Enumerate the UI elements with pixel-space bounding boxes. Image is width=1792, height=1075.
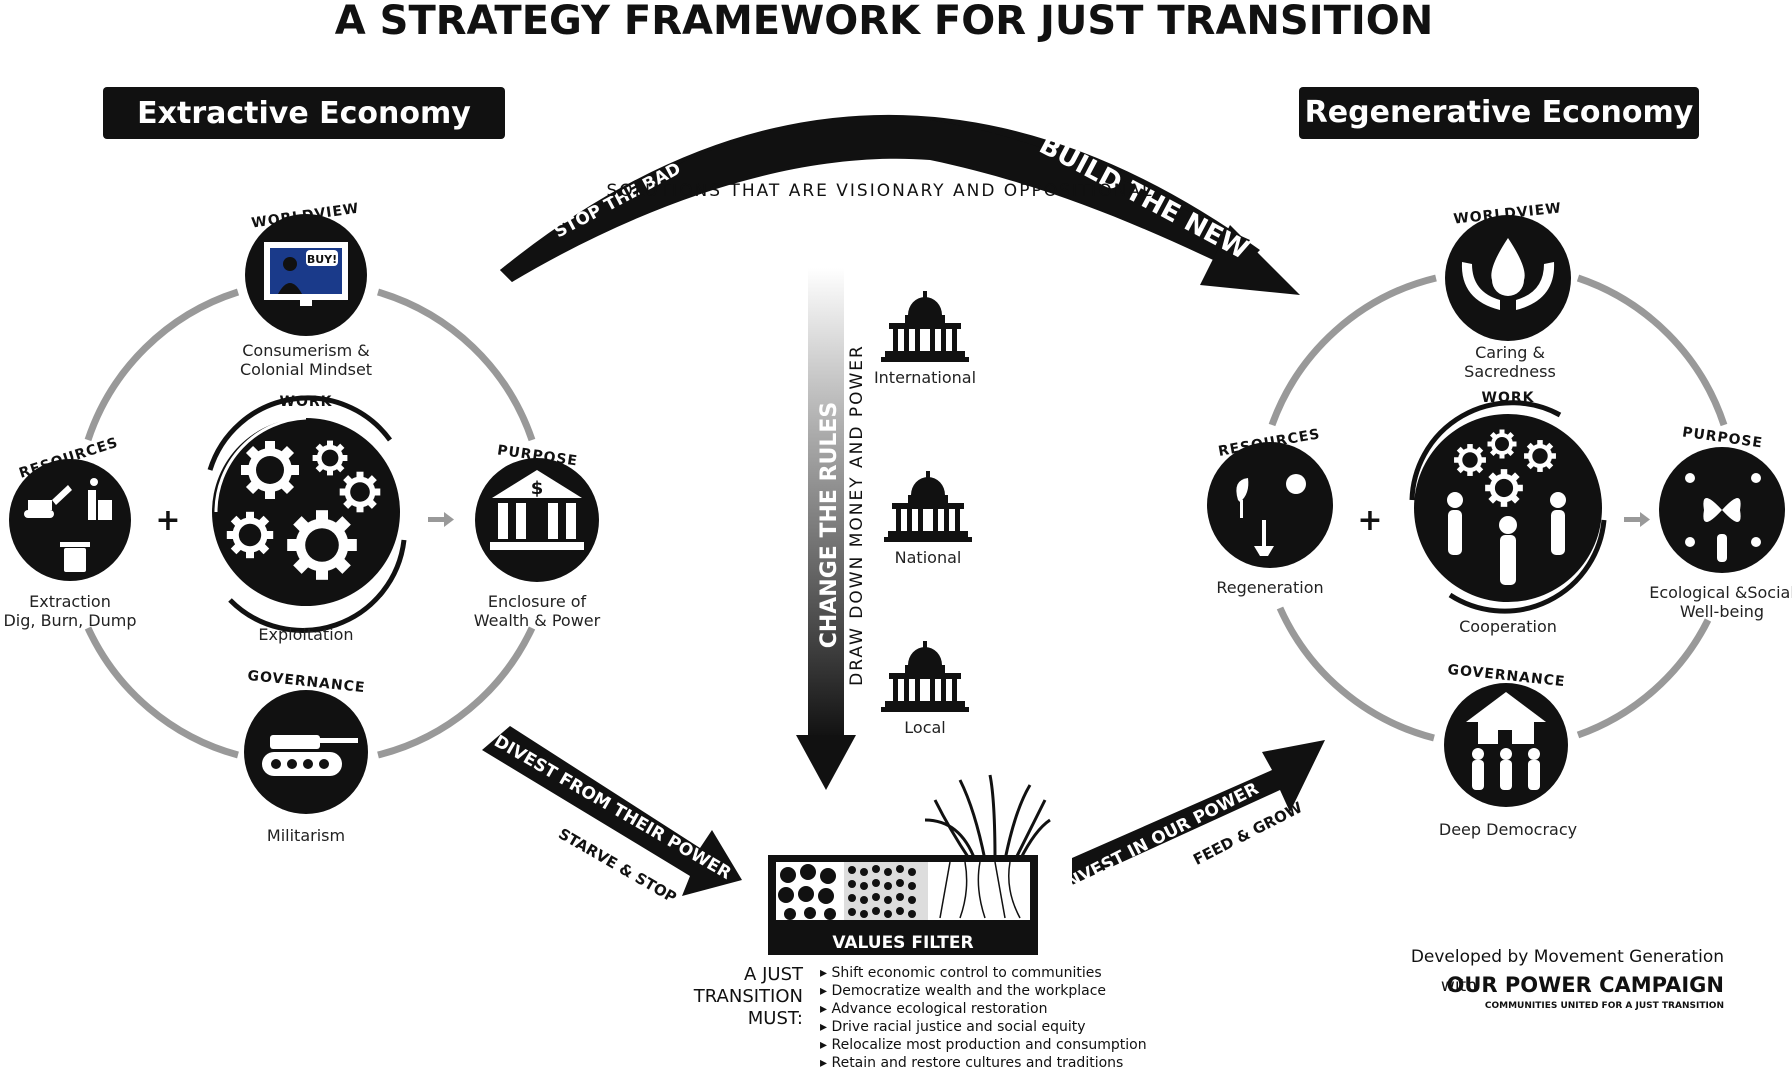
regenerative-plus-sign: +: [1357, 503, 1382, 538]
extractive-cycle-ring: [84, 288, 536, 759]
regenerative-cycle-ring: [1268, 274, 1728, 742]
level-local-label: Local: [904, 718, 945, 737]
extractive-worldview-caption1: Consumerism &: [242, 341, 370, 360]
draw-down-label: DRAW DOWN MONEY AND POWER: [847, 344, 867, 686]
extractive-arrow-to-purpose-icon: [428, 512, 454, 527]
credit-block: Developed by Movement Generation with OU…: [1411, 947, 1724, 1011]
regenerative-worldview-caption1: Caring &: [1475, 343, 1545, 362]
extractive-resources-caption1: Extraction: [29, 592, 111, 611]
top-curved-arrow: STOP THE BAD BUILD THE NEW: [500, 114, 1300, 295]
regenerative-work-node: WORK Cooperation: [1409, 390, 1607, 636]
credit-tagline: COMMUNITIES UNITED FOR A JUST TRANSITION: [1485, 1001, 1724, 1011]
dollar-sign-icon: $: [531, 478, 544, 499]
circular-arrow-icon: [207, 395, 407, 633]
extractive-economy-header: Extractive Economy: [103, 87, 505, 139]
capitol-icon: [881, 641, 969, 712]
change-the-rules-label: CHANGE THE RULES: [817, 402, 842, 649]
extractive-governance-caption: Militarism: [267, 826, 345, 845]
extractive-resources-caption2: Dig, Burn, Dump: [3, 611, 136, 630]
top-arrow-subtitle: SOLUTIONS THAT ARE VISIONARY AND OPPOSIT…: [607, 181, 1154, 201]
house-people-icon: [1466, 692, 1546, 790]
extractive-purpose-caption2: Wealth & Power: [474, 611, 601, 630]
extractive-worldview-node: WORLDVIEW BUY! Consumerism & Colonial Mi…: [240, 201, 372, 379]
factory-icon: [88, 478, 112, 520]
regenerative-economy-header: Regenerative Economy: [1299, 87, 1699, 139]
credit-line1: Developed by Movement Generation: [1411, 947, 1724, 967]
regenerative-header-text: Regenerative Economy: [1305, 95, 1694, 130]
butterfly-people-icon: [1685, 473, 1761, 562]
regenerative-resources-caption: Regeneration: [1216, 578, 1323, 597]
regenerative-resources-node: RESOURCES Regeneration: [1207, 426, 1333, 597]
credit-brand: OUR POWER CAMPAIGN: [1446, 973, 1724, 997]
regenerative-governance-caption: Deep Democracy: [1439, 820, 1577, 839]
must-list-item: ▸ Drive racial justice and social equity: [820, 1019, 1086, 1035]
extractive-resources-node: RESOURCES Extraction Dig, Burn, Dump: [3, 435, 136, 630]
must-list-item: ▸ Advance ecological restoration: [820, 1001, 1048, 1017]
trash-can-icon: [60, 542, 90, 572]
filter-layers-icon: [776, 861, 1030, 920]
values-filter-label: VALUES FILTER: [832, 933, 973, 953]
regenerative-worldview-caption2: Sacredness: [1464, 362, 1556, 381]
must-list-item: ▸ Relocalize most production and consump…: [820, 1037, 1147, 1053]
regenerative-governance-node: GOVERNANCE Deep Democracy: [1439, 662, 1577, 839]
level-local: Local: [881, 641, 969, 737]
extractive-worldview-caption2: Colonial Mindset: [240, 360, 372, 379]
excavator-icon: [24, 485, 72, 518]
regenerative-purpose-node: PURPOSE Ecological &Social Well-being: [1649, 424, 1792, 621]
sprout-sun-icon: [1236, 474, 1306, 556]
extractive-work-caption: Exploitation: [258, 625, 353, 644]
must-heading-2: TRANSITION: [693, 986, 803, 1007]
values-filter: VALUES FILTER: [768, 774, 1051, 955]
level-national-label: National: [895, 548, 962, 567]
must-list-item: ▸ Shift economic control to communities: [820, 965, 1102, 981]
level-international: International: [874, 291, 976, 387]
regenerative-purpose-caption2: Well-being: [1680, 602, 1764, 621]
extractive-header-text: Extractive Economy: [137, 96, 471, 131]
buy-badge: BUY!: [307, 253, 337, 266]
level-national: National: [884, 471, 972, 567]
capitol-icon: [884, 471, 972, 542]
must-heading-3: MUST:: [748, 1008, 803, 1029]
capitol-icon: [881, 291, 969, 362]
circular-arrow-icon: [1409, 400, 1607, 614]
must-heading-1: A JUST: [744, 964, 804, 985]
regenerative-purpose-caption1: Ecological &Social: [1649, 583, 1792, 602]
divest-arrow: DIVEST FROM THEIR POWER STARVE & STOP: [482, 726, 742, 907]
must-list-item: ▸ Retain and restore cultures and tradit…: [820, 1055, 1123, 1071]
extractive-purpose-caption1: Enclosure of: [488, 592, 587, 611]
tv-icon: BUY!: [264, 242, 348, 306]
must-list: ▸ Shift economic control to communities …: [820, 965, 1147, 1071]
level-international-label: International: [874, 368, 976, 387]
tank-icon: [262, 735, 358, 776]
invest-arrow: INVEST IN OUR POWER FEED & GROW: [1058, 740, 1325, 896]
extractive-plus-sign: +: [155, 503, 180, 538]
extractive-work-node: WORK Exploitation: [207, 394, 407, 644]
regenerative-arrow-to-purpose-icon: [1624, 512, 1650, 527]
credit-with: with: [1441, 976, 1477, 996]
hands-water-drop-icon: [1461, 238, 1555, 310]
extractive-purpose-node: PURPOSE $ Enclosure of Wealth & Power: [474, 442, 601, 630]
page-title: A STRATEGY FRAMEWORK FOR JUST TRANSITION: [335, 0, 1433, 44]
people-cooperating-icon: [1447, 492, 1566, 585]
grass-icon: [924, 774, 1051, 861]
change-the-rules-arrow: CHANGE THE RULES: [796, 268, 856, 790]
regenerative-work-caption: Cooperation: [1459, 617, 1557, 636]
bank-icon: $: [490, 470, 584, 550]
just-transition-must: A JUST TRANSITION MUST: ▸ Shift economic…: [693, 964, 1147, 1071]
regenerative-worldview-node: WORLDVIEW Caring & Sacredness: [1445, 200, 1571, 381]
must-list-item: ▸ Democratize wealth and the workplace: [820, 983, 1106, 999]
extractive-governance-node: GOVERNANCE Militarism: [244, 668, 368, 845]
